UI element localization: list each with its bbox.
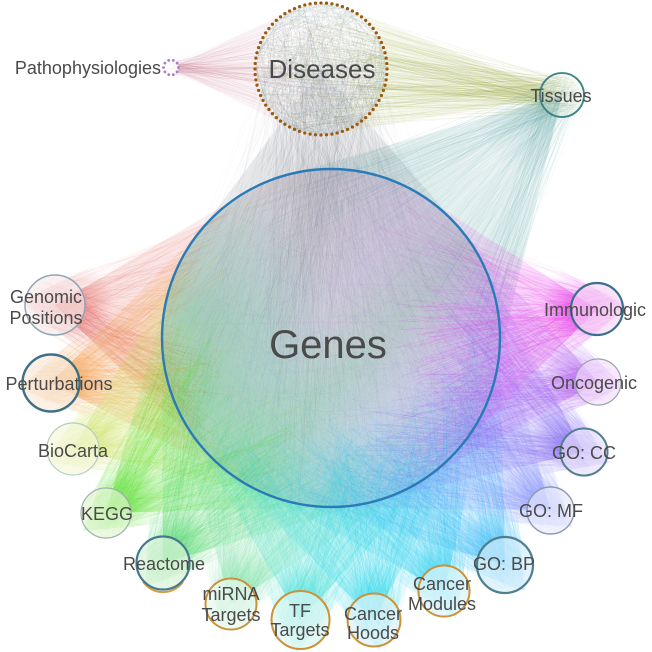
svg-text:TF: TF <box>289 601 311 621</box>
svg-text:Cancer: Cancer <box>413 574 471 594</box>
svg-text:Targets: Targets <box>201 605 260 625</box>
svg-text:Perturbations: Perturbations <box>5 374 112 394</box>
svg-text:Modules: Modules <box>408 594 476 614</box>
svg-text:GO: BP: GO: BP <box>473 554 535 574</box>
svg-text:Hoods: Hoods <box>347 623 399 643</box>
svg-text:Pathophysiologies: Pathophysiologies <box>15 58 161 78</box>
svg-text:GO: CC: GO: CC <box>552 443 616 463</box>
svg-text:Targets: Targets <box>270 620 329 640</box>
svg-text:Genes: Genes <box>269 323 387 367</box>
svg-text:Positions: Positions <box>9 308 82 328</box>
svg-text:KEGG: KEGG <box>81 504 133 524</box>
svg-text:Oncogenic: Oncogenic <box>551 373 637 393</box>
svg-text:Cancer: Cancer <box>344 604 402 624</box>
svg-text:Reactome: Reactome <box>123 554 205 574</box>
svg-text:Tissues: Tissues <box>530 86 591 106</box>
svg-text:Diseases: Diseases <box>269 54 376 84</box>
svg-text:Immunologic: Immunologic <box>544 300 646 320</box>
svg-text:BioCarta: BioCarta <box>38 441 109 461</box>
svg-text:miRNA: miRNA <box>203 584 260 604</box>
svg-text:GO: MF: GO: MF <box>519 501 583 521</box>
svg-text:Genomic: Genomic <box>10 287 82 307</box>
